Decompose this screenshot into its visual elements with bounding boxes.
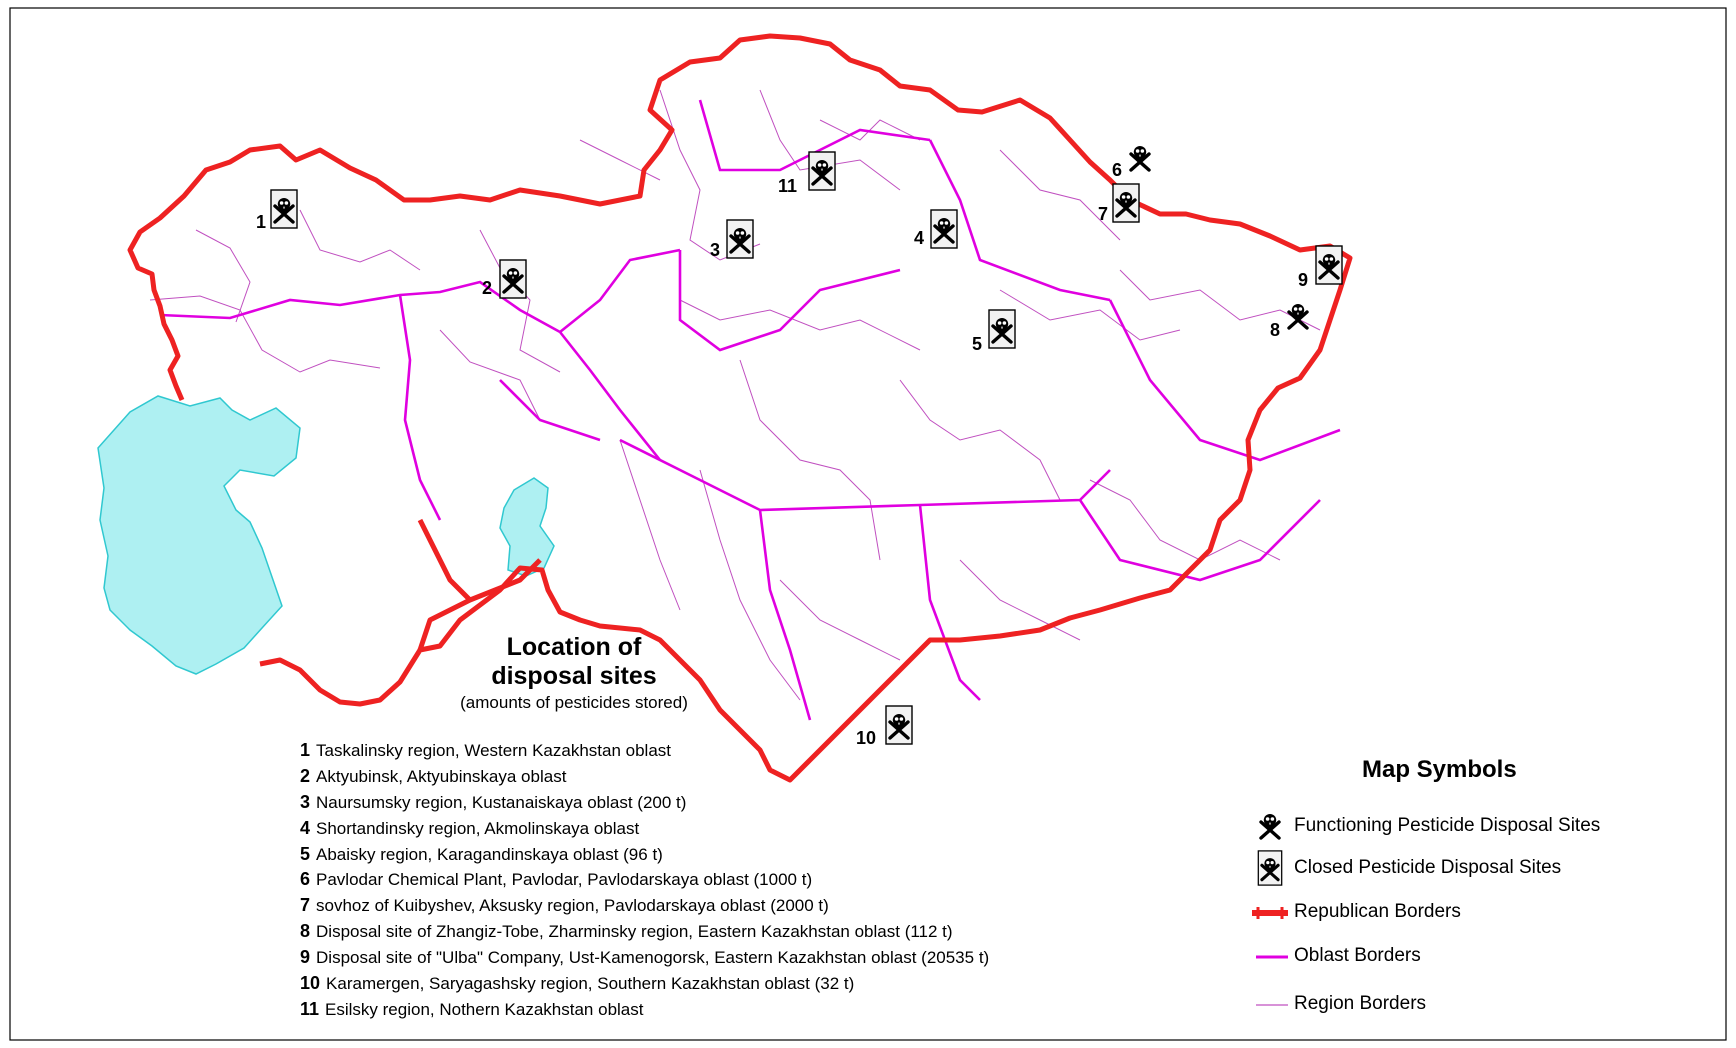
site-marker-8 xyxy=(1287,302,1309,330)
site-markers: 1 2 3 4 5 6 7 8 9 10 11 xyxy=(256,144,1342,748)
site-list-number: 3 xyxy=(300,791,311,812)
site-label-8: 8 xyxy=(1270,320,1280,340)
site-label-7: 7 xyxy=(1098,204,1108,224)
map-title-line2: disposal sites xyxy=(491,662,656,690)
boxed-skull-crossbones-icon xyxy=(1250,850,1290,886)
region-border-swatch xyxy=(1256,1004,1288,1006)
site-marker-6 xyxy=(1129,144,1151,172)
site-list-number: 4 xyxy=(300,817,311,838)
site-list-number: 5 xyxy=(300,843,311,864)
site-list-text: Taskalinsky region, Western Kazakhstan o… xyxy=(316,741,671,760)
list-item: 1 Taskalinsky region, Western Kazakhstan … xyxy=(300,738,1200,764)
oblast-borders xyxy=(159,99,1341,721)
site-list-text: Pavlodar Chemical Plant, Pavlodar, Pavlo… xyxy=(316,870,813,890)
site-list-text: Aktyubinsk, Aktyubinskaya oblast xyxy=(316,766,567,786)
site-label-6: 6 xyxy=(1112,160,1122,180)
site-list-number: 8 xyxy=(300,921,311,942)
site-list-text: Abaisky region, Karagandinskaya oblast (… xyxy=(316,844,663,864)
skull-crossbones-icon xyxy=(1259,812,1281,840)
legend-item-republican: Republican Borders xyxy=(1250,894,1710,930)
map-title-line1: Location of xyxy=(507,633,642,661)
site-marker-5 xyxy=(989,310,1015,348)
legend-label-oblast: Oblast Borders xyxy=(1294,945,1421,966)
site-list-text: Karamergen, Saryagashsky region, Souther… xyxy=(326,974,855,994)
site-marker-2 xyxy=(500,260,526,298)
site-list-text: Naursumsky region, Kustanaiskaya oblast … xyxy=(316,792,687,812)
legend-label-region: Region Borders xyxy=(1294,993,1427,1014)
site-list-text: Esilsky region, Nothern Kazakhstan oblas… xyxy=(325,999,644,1019)
aral-sea xyxy=(499,477,555,577)
legend-label-republican: Republican Borders xyxy=(1294,901,1461,922)
site-label-3: 3 xyxy=(710,240,720,260)
republican-border xyxy=(127,33,1353,783)
site-list-number: 6 xyxy=(300,869,311,890)
site-label-4: 4 xyxy=(914,228,924,248)
site-list-number: 2 xyxy=(300,765,311,786)
site-list-text: Disposal site of "Ulba" Company, Ust-Kam… xyxy=(316,948,990,968)
site-label-2: 2 xyxy=(482,278,492,298)
site-list-number: 1 xyxy=(300,740,311,760)
site-list-text: Disposal site of Zhangiz-Tobe, Zharminsk… xyxy=(316,922,953,942)
legend-item-region: Region Borders xyxy=(1250,986,1710,1022)
site-label-5: 5 xyxy=(972,334,982,354)
legend-item-closed: Closed Pesticide Disposal Sites xyxy=(1250,850,1710,886)
region-borders xyxy=(149,89,1321,701)
site-marker-7 xyxy=(1113,184,1139,222)
site-marker-9 xyxy=(1316,246,1342,284)
site-list-number: 11 xyxy=(300,998,320,1019)
map-border-frame xyxy=(9,7,1727,1041)
site-list-number: 7 xyxy=(300,895,311,916)
legend-title: Map Symbols xyxy=(1362,756,1517,783)
site-label-11: 11 xyxy=(778,176,797,196)
site-marker-3 xyxy=(727,220,753,258)
site-list-text: sovhoz of Kuibyshev, Aksusky region, Pav… xyxy=(316,896,829,916)
site-marker-11 xyxy=(809,152,835,190)
legend-item-oblast: Oblast Borders xyxy=(1250,938,1710,974)
oblast-border-swatch xyxy=(1256,955,1288,959)
site-list-number: 9 xyxy=(300,947,311,968)
legend-label-functioning: Functioning Pesticide Disposal Sites xyxy=(1294,815,1601,836)
site-list-number: 10 xyxy=(300,973,321,994)
site-label-10: 10 xyxy=(856,728,876,748)
legend-item-functioning: Functioning Pesticide Disposal Sites xyxy=(1250,808,1710,844)
republican-border-swatch xyxy=(1252,907,1288,919)
map-subtitle: (amounts of pesticides stored) xyxy=(460,693,688,712)
site-label-1: 1 xyxy=(256,212,266,232)
site-list: 1 Taskalinsky region, Western Kazakhstan … xyxy=(300,738,1200,1023)
site-label-9: 9 xyxy=(1298,270,1308,290)
site-marker-1 xyxy=(271,190,297,228)
site-list-text: Shortandinsky region, Akmolinskaya oblas… xyxy=(316,818,640,838)
caspian-sea xyxy=(97,395,301,675)
site-marker-4 xyxy=(931,210,957,248)
legend-label-closed: Closed Pesticide Disposal Sites xyxy=(1294,857,1562,878)
